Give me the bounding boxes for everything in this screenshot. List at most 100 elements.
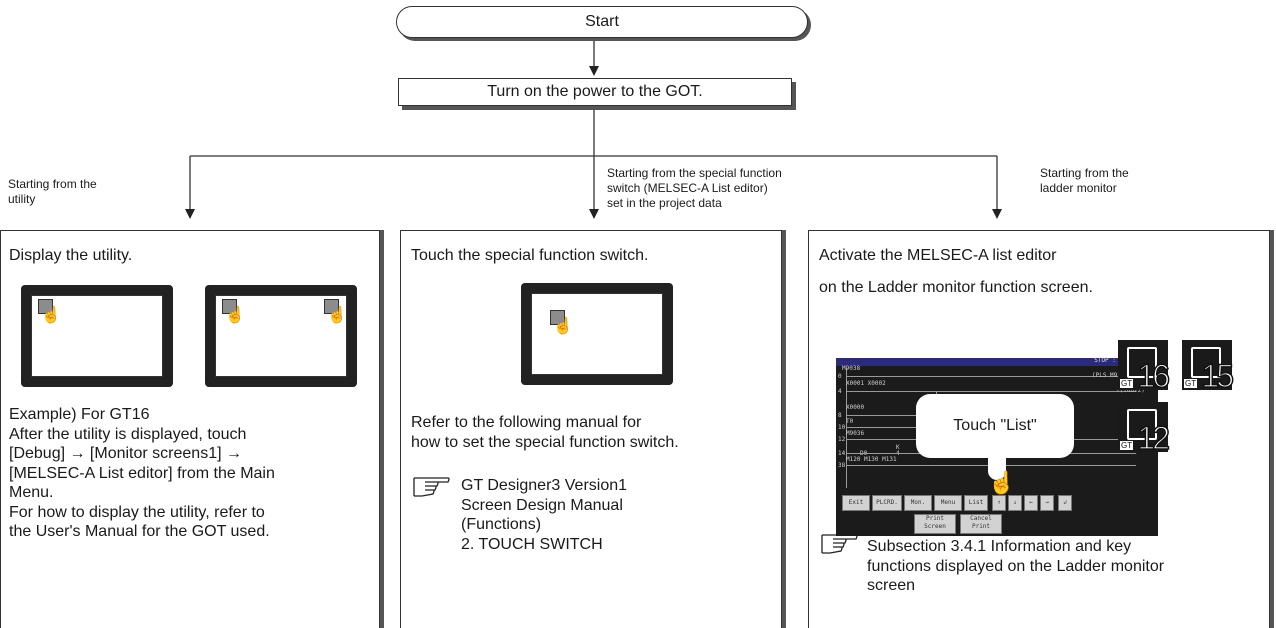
hand-icon: ☝ <box>225 307 245 324</box>
start-terminator: Start <box>396 6 808 38</box>
text-line: Screen Design Manual <box>461 496 623 514</box>
gt-number: 16 <box>1137 358 1171 394</box>
panel-title-line2: on the Ladder monitor function screen. <box>819 279 1093 296</box>
manual-reference-text: GT Designer3 Version1 Screen Design Manu… <box>461 476 627 554</box>
branch-caption-special-switch: Starting from the special function switc… <box>607 166 782 211</box>
gt15-badge: GT 15 <box>1182 340 1235 394</box>
ladder-rung <box>846 391 1136 392</box>
key-line: Screen <box>924 523 946 530</box>
text-line: [MELSEC-A List editor] from the Main <box>9 464 275 482</box>
ladder-row-number: 38 <box>838 462 846 469</box>
touch-key-right <box>324 299 339 314</box>
caption-line: switch (MELSEC-A List editor) <box>607 181 768 195</box>
text-line: functions displayed on the Ladder monito… <box>867 557 1165 575</box>
callout-pointer <box>988 454 1006 480</box>
branch-caption-ladder-monitor: Starting from the ladder monitor <box>1040 166 1129 196</box>
hand-icon: ☝ <box>41 307 61 324</box>
ladder-label: K <box>896 444 900 451</box>
caption-line: Starting from the <box>8 177 97 191</box>
panel-display-utility: Display the utility. ☝ ☝ ☝ Example) For … <box>0 230 380 628</box>
window-glyph <box>1127 409 1157 440</box>
ladder-row-number: 10 <box>838 424 846 431</box>
special-function-switch <box>550 310 565 325</box>
exit-key: Exit <box>842 495 870 511</box>
gt-prefix: GT <box>1120 379 1134 388</box>
list-key: List <box>964 495 988 511</box>
text-line: the User's Manual for the GOT used. <box>9 523 270 540</box>
ladder-label: X0001 X0002 <box>846 380 886 387</box>
got-screen: ☝ <box>31 295 163 377</box>
ladder-row-number: 14 <box>838 450 846 457</box>
got-screen: ☝ <box>531 293 663 375</box>
text-line: After the utility is displayed, touch <box>9 425 247 443</box>
menu-key: Menu <box>934 495 962 511</box>
gt-number: 15 <box>1201 358 1235 394</box>
got-device-illustration: ☝ ☝ <box>205 285 357 387</box>
text-line: (Functions) <box>461 516 542 533</box>
ladder-label: M9038 <box>842 365 861 372</box>
plcrd-key: PLCRD. <box>872 495 902 511</box>
manual-reference-icon <box>821 534 858 554</box>
down-arrow-key: ↓ <box>1008 495 1022 511</box>
manual-reference-text: Subsection 3.4.1 Information and key fun… <box>867 537 1164 596</box>
text-line: For how to display the utility, refer to <box>9 503 265 521</box>
ladder-row-number: 8 <box>838 412 842 419</box>
caption-line: utility <box>8 192 36 206</box>
key-line: Print <box>971 523 991 530</box>
cancel-print-key: Cancel Print <box>960 514 1002 534</box>
got-device-illustration: ☝ <box>21 285 173 387</box>
step-power-on: Turn on the power to the GOT. <box>398 78 792 106</box>
panel-title-line1: Activate the MELSEC-A list editor <box>819 247 1057 264</box>
ladder-label: -(Y0022) <box>1116 387 1145 394</box>
window-glyph <box>1191 347 1221 378</box>
text-line: Subsection 3.4.1 Information and key <box>867 538 1132 555</box>
panel-body-text: Refer to the following manual for how to… <box>411 413 679 452</box>
text-line: Menu. <box>9 484 54 501</box>
caption-line: ladder monitor <box>1040 181 1117 195</box>
panel-body-text: Example) For GT16 After the utility is d… <box>9 405 275 542</box>
gt-number: 12 <box>1137 420 1171 456</box>
ladder-row-number: 0 <box>838 373 842 380</box>
hand-icon: ☝ <box>988 470 1016 495</box>
ladder-rung <box>846 415 936 416</box>
enter-key: ↲ <box>1058 495 1072 511</box>
ladder-row-number: 4 <box>838 388 842 395</box>
ladder-label: (PLS M910 ) <box>1092 372 1132 379</box>
step-power-on-label: Turn on the power to the GOT. <box>487 83 703 100</box>
text-line: Refer to the following manual for <box>411 414 642 431</box>
got-device-illustration: ☝ <box>521 283 673 385</box>
caption-line: set in the project data <box>607 196 722 210</box>
ladder-label: T0 <box>846 418 854 425</box>
caption-line: Starting from the special function <box>607 166 782 180</box>
panel-special-function-switch: Touch the special function switch. ☝ Ref… <box>400 230 782 628</box>
gt16-badge: GT 16 <box>1118 340 1171 394</box>
ladder-label: M9036 <box>846 430 865 437</box>
text-line: screen <box>867 577 916 594</box>
text-line: 2. TOUCH SWITCH <box>461 535 603 553</box>
ladder-row-number: 12 <box>838 436 846 443</box>
mon-key: Mon. <box>904 495 932 511</box>
gt-prefix: GT <box>1184 379 1198 388</box>
print-screen-key: Print Screen <box>914 514 956 534</box>
ladder-status-bar: STOP : 226/ 5975 <box>836 357 1158 366</box>
window-glyph <box>1127 347 1157 378</box>
text-line: how to set the special function switch. <box>411 433 679 451</box>
ladder-power-rail <box>846 368 847 488</box>
touch-key <box>38 299 53 314</box>
touch-list-callout: Touch "List" <box>916 394 1074 458</box>
hand-icon: ☝ <box>553 318 573 335</box>
panel-title: Display the utility. <box>9 247 133 264</box>
key-line: Print <box>925 515 945 522</box>
up-arrow-key: ↑ <box>992 495 1006 511</box>
text-line: [Debug] → [Monitor screens1] → <box>9 445 242 462</box>
text-line: Example) For GT16 <box>9 406 150 423</box>
ladder-label: M120 M130 M131 <box>846 456 897 463</box>
caption-line: Starting from the <box>1040 166 1129 180</box>
manual-reference-icon <box>413 477 450 497</box>
ladder-label: X0000 <box>846 404 865 411</box>
hand-icon: ☝ <box>327 307 347 324</box>
panel-title: Touch the special function switch. <box>411 247 649 264</box>
key-line: Cancel <box>970 515 992 522</box>
gt12-badge: GT 12 <box>1118 402 1171 456</box>
